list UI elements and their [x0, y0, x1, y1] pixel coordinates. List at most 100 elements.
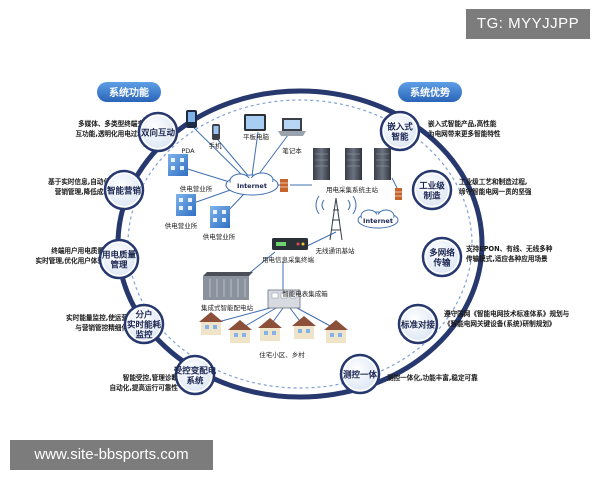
description-line: 与营销管控精细化: [75, 323, 128, 332]
internet-cloud-right: Internet: [357, 209, 399, 229]
node-label: 实时能耗: [127, 320, 162, 331]
description-line: 基于实时信息,自动化: [48, 177, 110, 186]
residential-houses: 住宅小区、乡村: [199, 312, 348, 359]
house: [258, 318, 282, 341]
integrated-substation: 集成式智能配电站: [201, 272, 254, 312]
node-fill: [142, 116, 174, 148]
sales-office-label: 供电营业所: [165, 221, 198, 230]
description-line: 互功能,透明化用电过程: [76, 129, 145, 138]
node-fill: [179, 359, 211, 391]
sales-office-3: 供电营业所: [203, 206, 236, 241]
node-fill: [103, 243, 135, 275]
tablet-device: 平板电脑: [243, 114, 270, 141]
phone-label: 手机: [209, 141, 223, 150]
right-node-4: 标准对接: [397, 303, 439, 345]
description-line: 支持EPON、有线、无线多种: [466, 244, 553, 253]
left-node-group: 多媒体、多类型终端交互功能,透明化用电过程双向互动基于实时信息,自动化营销管理,…: [36, 111, 217, 396]
header-left-label: 系统功能: [109, 86, 149, 99]
node-label: 传输: [432, 258, 451, 269]
node-fill: [128, 308, 160, 340]
node-label: 工业级: [419, 181, 445, 192]
description-line: 实时管理,优化用户体验: [36, 256, 105, 265]
description-line: 测控一体化,功能丰富,稳定可靠: [387, 373, 478, 382]
laptop-device: 笔记本: [278, 118, 306, 155]
right-node-description: 测控一体化,功能丰富,稳定可靠: [387, 373, 478, 382]
node-fill: [108, 174, 140, 206]
connection-lines: [177, 125, 399, 329]
master-station-servers: 用电采集系统主站: [313, 148, 391, 194]
sales-office-label: 供电营业所: [203, 232, 236, 241]
description-line: 为电网带来更多智能特性: [428, 129, 501, 138]
node-label: 智能营销: [106, 186, 142, 197]
description-line: 缔守智能电网一贯的坚强: [459, 187, 532, 196]
watermark-bottom: www.site-bbsports.com: [10, 440, 213, 470]
node-label: 双向互动: [141, 128, 176, 139]
header-system-advantages: 系统优势: [398, 82, 462, 102]
collection-terminal-label: 用电信息采集终端: [262, 255, 315, 264]
node-label: 制造: [423, 191, 441, 202]
right-node-1: 嵌入式智能: [379, 110, 421, 152]
node-label: 系统: [186, 376, 204, 387]
left-node-1: 双向互动: [137, 111, 179, 153]
internet-right-label: Internet: [363, 217, 393, 225]
master-station-label: 用电采集系统主站: [326, 185, 379, 194]
house: [292, 316, 316, 339]
header-system-functions: 系统功能: [97, 82, 161, 102]
phone-device: 手机: [209, 124, 223, 150]
node-label: 嵌入式: [387, 122, 413, 133]
tablet-label: 平板电脑: [243, 132, 270, 141]
left-node-2: 智能营销: [103, 169, 145, 211]
description-line: 智能受控,管理诊断: [123, 373, 179, 382]
description-line: 嵌入式智能产品,高性能: [428, 119, 497, 128]
right-node-description: 遵守国网《智能电网技术标准体系》规划与《智能电网关键设备(系统)研制规划》: [444, 309, 569, 328]
description-line: 《智能电网关键设备(系统)研制规划》: [444, 319, 556, 328]
house: [199, 312, 223, 335]
node-label: 管理: [110, 260, 128, 271]
node-fill: [402, 308, 434, 340]
pda-label: PDA: [181, 147, 195, 155]
description-line: 遵守国网《智能电网技术标准体系》规划与: [444, 309, 569, 318]
description-line: 自动化,提高运行可靠性: [110, 383, 179, 392]
node-label: 多网络: [429, 248, 455, 259]
sales-office-1: 供电营业所: [168, 154, 213, 193]
node-label: 受控变配电: [174, 366, 217, 377]
pda-device: PDA: [181, 110, 197, 155]
node-fill: [384, 115, 416, 147]
house: [228, 320, 252, 343]
meter-box-label: 智能电表集成箱: [282, 289, 328, 298]
wireless-station-label: 无线通讯基站: [316, 246, 356, 255]
node-fill: [344, 358, 376, 390]
internet-cloud-left: Internet: [225, 172, 279, 196]
watermark-top: TG: MYYJJPP: [466, 9, 590, 39]
firewall-icon: [280, 179, 288, 192]
firewall-icon: [395, 188, 402, 200]
wireless-tower: 无线通讯基站: [316, 195, 357, 255]
right-node-group: 嵌入式智能产品,高性能为电网带来更多智能特性嵌入式智能工业级工艺和制造过程,缔守…: [339, 110, 569, 395]
description-line: 传输模式,适应各种应用场景: [465, 254, 548, 263]
node-label: 智能: [390, 132, 409, 143]
node-label: 分户: [135, 310, 152, 321]
house: [324, 320, 348, 343]
collection-terminal: 用电信息采集终端: [262, 238, 315, 264]
node-fill: [416, 174, 448, 206]
meter-box: 智能电表集成箱: [267, 289, 328, 309]
sales-office-label: 供电营业所: [180, 184, 213, 193]
description-line: 终端用户用电质量: [51, 246, 104, 255]
header-right-label: 系统优势: [410, 86, 450, 99]
substation-label: 集成式智能配电站: [201, 303, 254, 312]
description-line: 营销管理,降低成本: [55, 187, 111, 196]
description-line: 实时能量监控,使运营: [66, 313, 128, 322]
